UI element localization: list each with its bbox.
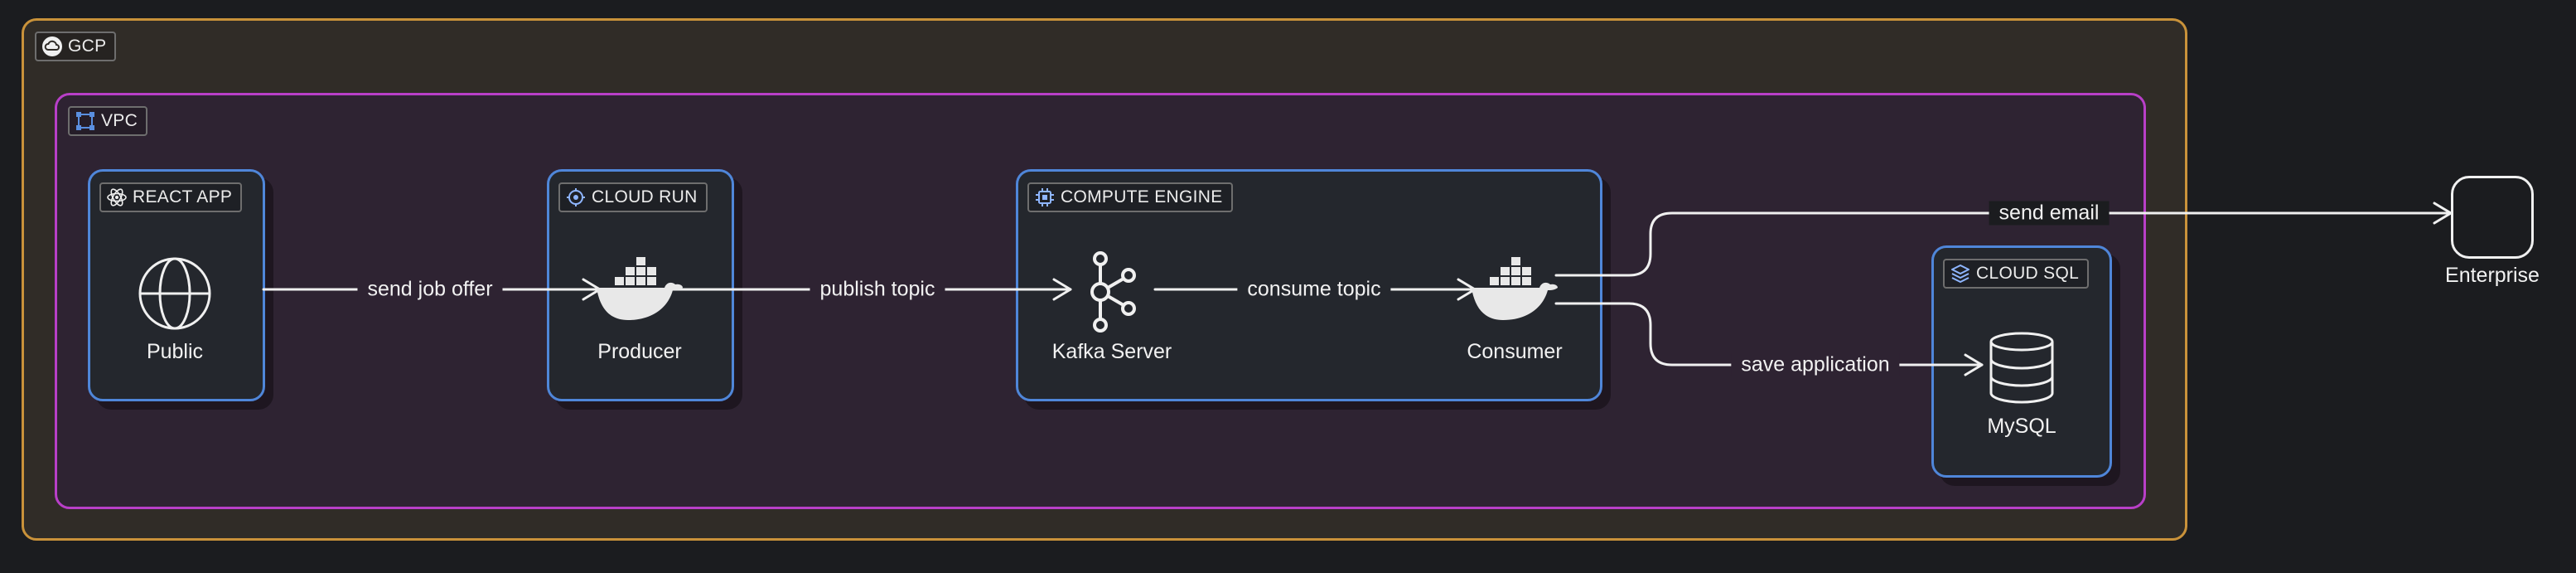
cloud-icon bbox=[42, 36, 62, 56]
globe-icon bbox=[138, 257, 211, 330]
node-label-public: Public bbox=[146, 340, 204, 363]
layers-icon bbox=[1951, 265, 1969, 283]
node-label-producer: Producer bbox=[597, 340, 682, 363]
cloud-sql-group bbox=[1931, 245, 2112, 478]
vpc-label: VPC bbox=[101, 111, 138, 130]
vpc-tag: VPC bbox=[68, 106, 148, 136]
gcp-tag: GCP bbox=[35, 32, 117, 61]
cpu-icon bbox=[1036, 188, 1054, 206]
cloud-sql-label: CLOUD SQL bbox=[1976, 264, 2080, 283]
enterprise-node-box bbox=[2451, 176, 2534, 259]
node-label-enterprise: Enterprise bbox=[2445, 264, 2540, 287]
cloud-run-icon bbox=[567, 188, 585, 206]
react-app-tag: REACT APP bbox=[99, 182, 243, 212]
compute-engine-label: COMPUTE ENGINE bbox=[1061, 187, 1223, 206]
edge-send-email bbox=[1554, 211, 2453, 277]
cloud-run-tag: CLOUD RUN bbox=[558, 182, 708, 212]
arrow-send-email bbox=[2433, 202, 2453, 225]
react-app-label: REACT APP bbox=[133, 187, 233, 206]
edge-label-publish-topic: publish topic bbox=[810, 277, 945, 302]
kafka-icon bbox=[1090, 251, 1136, 333]
cloud-sql-tag: CLOUD SQL bbox=[1943, 259, 2090, 289]
docker-icon bbox=[1472, 257, 1558, 320]
docker-icon bbox=[597, 257, 683, 320]
vpc-icon bbox=[76, 112, 94, 130]
node-label-mysql: MySQL bbox=[1987, 415, 2056, 438]
edge-label-save-application: save application bbox=[1731, 352, 1900, 377]
database-icon bbox=[1989, 332, 2054, 404]
edge-label-send-job-offer: send job offer bbox=[357, 277, 503, 302]
gcp-label: GCP bbox=[68, 36, 107, 56]
node-label-kafka-server: Kafka Server bbox=[1051, 340, 1172, 363]
arrow-publish-topic bbox=[1052, 278, 1072, 301]
compute-engine-tag: COMPUTE ENGINE bbox=[1027, 182, 1233, 212]
arrow-save-application bbox=[1964, 353, 1984, 376]
edge-label-consume-topic: consume topic bbox=[1237, 277, 1391, 302]
cloud-run-label: CLOUD RUN bbox=[592, 187, 698, 206]
react-icon bbox=[107, 188, 127, 206]
edge-label-send-email: send email bbox=[1989, 201, 2110, 226]
edge-save-application bbox=[1554, 302, 1984, 367]
node-label-consumer: Consumer bbox=[1467, 340, 1563, 363]
react-app-group bbox=[88, 169, 265, 401]
